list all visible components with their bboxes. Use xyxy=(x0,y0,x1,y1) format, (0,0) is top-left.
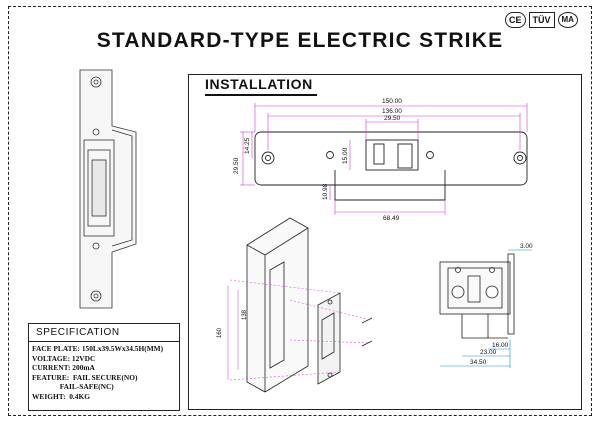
dim-body-width: 68.49 xyxy=(383,215,400,222)
ma-mark: MA xyxy=(557,12,578,28)
specification-heading: SPECIFICATION xyxy=(36,327,120,338)
page-title: STANDARD-TYPE ELECTRIC STRIKE xyxy=(96,29,504,52)
dim-center-width: 29.50 xyxy=(384,115,401,122)
dim-side-b: 23.00 xyxy=(480,349,497,356)
dim-overall-width: 150.00 xyxy=(382,98,402,105)
ce-mark: CE xyxy=(505,12,526,28)
installation-heading: INSTALLATION xyxy=(205,76,313,92)
dim-side-c: 34.50 xyxy=(470,359,487,366)
installation-panel xyxy=(188,74,582,410)
dashed-border xyxy=(8,6,592,416)
specification-list: FACE PLATE: 150Lx39.5Wx34.5H(MM) VOLTAGE… xyxy=(32,344,163,402)
dim-plate-height: 29.50 xyxy=(233,157,240,174)
dim-mount-cutout: 138 xyxy=(242,309,248,320)
tuv-mark: TÜV xyxy=(528,12,555,28)
dim-hole-spacing: 136.00 xyxy=(382,108,402,115)
spec-feature: FEATURE: FAIL SECURE(NO) xyxy=(32,372,138,382)
spec-face-plate: FACE PLATE: 150Lx39.5Wx34.5H(MM) xyxy=(32,344,164,353)
dim-side-top: 3.00 xyxy=(520,243,533,250)
spec-voltage: VOLTAGE: 12VDC xyxy=(32,353,96,363)
specification-divider xyxy=(28,341,180,342)
spec-feature-alt: FAIL-SAFE(NC) xyxy=(32,382,114,392)
dim-lower-height: 10.98 xyxy=(322,183,329,200)
spec-weight: WEIGHT: 0.4KG xyxy=(32,391,90,401)
dim-mount-overall: 160 xyxy=(217,327,223,338)
installation-underline xyxy=(205,94,317,96)
certification-marks: CE TÜV MA xyxy=(505,12,578,28)
specification-panel xyxy=(28,323,180,411)
dim-top-offset: 14.25 xyxy=(244,137,251,154)
spec-current: CURRENT: 200mA xyxy=(32,363,95,373)
dim-side-a: 16.00 xyxy=(492,342,509,349)
dim-keeper-height: 15.00 xyxy=(342,147,349,164)
